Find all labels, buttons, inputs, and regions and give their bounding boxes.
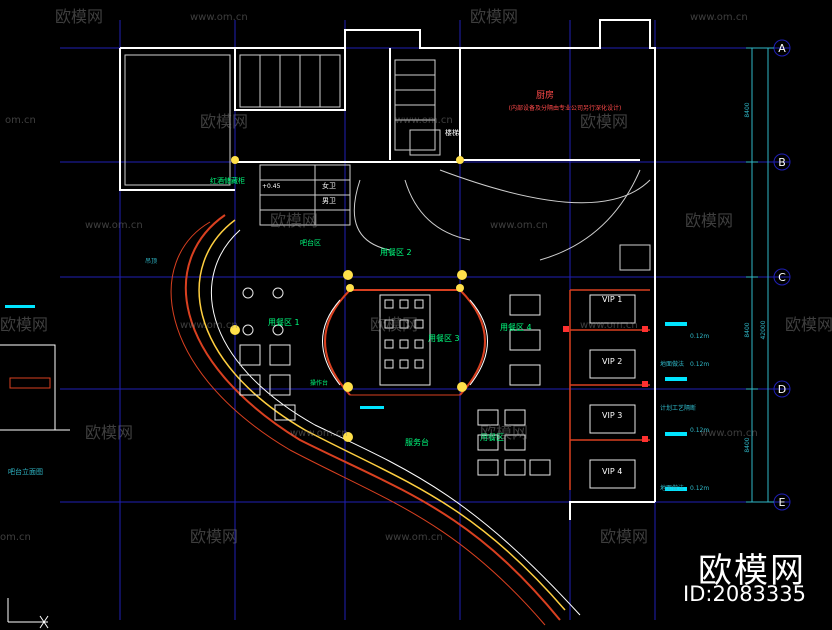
dim-3: 8400 (744, 437, 751, 452)
vip-markers (563, 326, 648, 442)
note-6: 计划工艺隔断 (660, 404, 696, 412)
label-service: 服务台 (405, 437, 429, 447)
label-kitchen: 厨房 (536, 89, 554, 101)
note-1: 0.12m (690, 333, 709, 340)
watermark-site-8: www.om.cn (580, 320, 638, 331)
label-vip-3: VIP 3 (602, 411, 622, 420)
watermark-site-12: www.om.cn (385, 532, 443, 543)
watermark-site-11: om.cn (0, 532, 31, 543)
watermark-site-1: www.om.cn (190, 12, 248, 23)
watermark-brand-4: 欧模网 (580, 112, 628, 131)
watermark-brand-13: 欧模网 (600, 527, 648, 546)
grid-bubble-b: B (773, 153, 791, 171)
label-dining-5: 用餐区 (480, 433, 504, 442)
svg-text:C: C (778, 271, 786, 284)
interior-lines (124, 54, 651, 271)
model-id-tag: ID:2083335 (683, 582, 806, 606)
dimension-chain (746, 47, 774, 503)
outer-walls (119, 19, 656, 520)
watermark-brand-5: 欧模网 (270, 211, 318, 230)
note-8: 吊顶 (145, 258, 157, 265)
vip-partitions (569, 289, 650, 490)
equipment-strips (5, 305, 687, 491)
label-bar-elevation: 吧台立面图 (8, 467, 43, 476)
watermark-site-3: om.cn (5, 115, 36, 126)
note-9: +0.45 (262, 183, 281, 190)
label-dining-4: 用餐区 4 (500, 323, 532, 332)
grid-bubble-d: D (773, 380, 791, 398)
watermark-site-7: www.om.cn (180, 320, 238, 331)
brand-watermark: 欧模网 (698, 551, 806, 591)
central-dining-area (322, 289, 488, 396)
label-dining-3: 用餐区 3 (428, 334, 460, 343)
note-7: 地面做法 (660, 484, 684, 492)
watermark-brand-6: 欧模网 (685, 211, 733, 230)
watermark-brand-10: 欧模网 (85, 423, 133, 442)
watermark-brand-2: 欧模网 (470, 7, 518, 26)
label-bar: 吧台区 (300, 238, 321, 247)
dim-1: 8400 (744, 102, 751, 117)
grid-bubble-c: C (773, 268, 791, 286)
curved-facade (170, 214, 581, 626)
label-vip-4: VIP 4 (602, 467, 622, 476)
note-5: 地面做法 (660, 360, 684, 368)
grid-lines (60, 20, 790, 620)
label-dining-2: 用餐区 2 (380, 248, 412, 257)
watermark-brand-12: 欧模网 (190, 527, 238, 546)
label-vip-1: VIP 1 (602, 295, 622, 304)
furniture (239, 287, 636, 489)
note-3: 0.12m (690, 427, 709, 434)
label-gents: 男卫 (322, 197, 336, 205)
svg-text:B: B (778, 156, 786, 169)
watermark-brand-3: 欧模网 (200, 112, 248, 131)
watermark-site-10: www.om.cn (700, 428, 758, 439)
watermark-site-2: www.om.cn (690, 12, 748, 23)
label-vip-2: VIP 2 (602, 357, 622, 366)
grid-axis-bubbles: A B C D E (773, 39, 791, 511)
watermark-site-5: www.om.cn (85, 220, 143, 231)
watermark-layer: 欧模网 www.om.cn 欧模网 www.om.cn om.cn 欧模网 ww… (0, 7, 832, 546)
label-side-small: 操作台 (310, 379, 328, 387)
note-4: 0.12m (690, 485, 709, 492)
svg-text:D: D (778, 383, 786, 396)
light-fixtures (230, 156, 467, 442)
bar-elevation-fragment (0, 344, 70, 431)
watermark-site-4: www.om.cn (395, 115, 453, 126)
dim-total: 42000 (760, 320, 767, 339)
dim-2: 8400 (744, 322, 751, 337)
label-ladies: 女卫 (322, 181, 336, 190)
watermark-brand-1: 欧模网 (55, 7, 103, 26)
label-red-wine: 红酒储藏柜 (210, 176, 245, 185)
watermark-site-9: www.om.cn (290, 428, 348, 439)
ucs-axis-icon (7, 598, 49, 629)
note-2: 0.12m (690, 361, 709, 368)
watermark-brand-11: 欧模网 (480, 423, 528, 442)
watermark-brand-9: 欧模网 (785, 315, 832, 334)
watermark-site-6: www.om.cn (490, 220, 548, 231)
svg-text:E: E (779, 496, 786, 509)
watermark-brand-8: 欧模网 (370, 315, 418, 334)
watermark-brand-7: 欧模网 (0, 315, 48, 334)
label-kitchen-note: (内部设备及分隔由专业公司另行深化设计) (509, 104, 622, 112)
label-stair: 楼梯 (445, 128, 459, 137)
svg-text:A: A (778, 42, 786, 55)
label-dining-1: 用餐区 1 (268, 318, 300, 327)
